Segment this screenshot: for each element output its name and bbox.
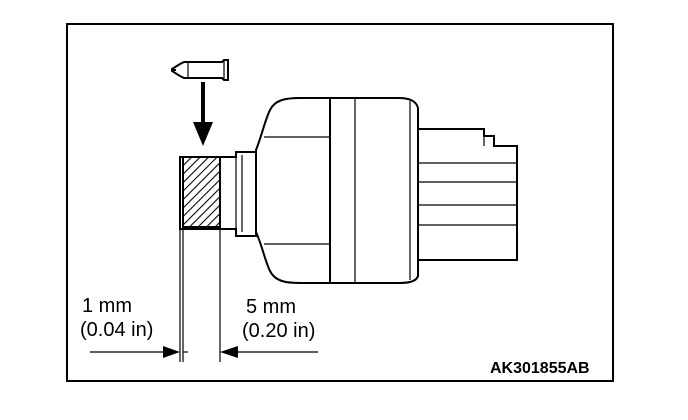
sealant-band <box>182 156 221 228</box>
dimension-right-metric: 5 mm <box>246 296 296 318</box>
dimension-lines <box>90 229 318 362</box>
pressure-switch <box>179 97 518 284</box>
figure-frame <box>66 23 614 382</box>
dimension-right-imperial: (0.20 in) <box>242 320 315 342</box>
sealant-tube-icon <box>171 59 229 81</box>
dimension-left-imperial: (0.04 in) <box>80 319 153 341</box>
dimension-left-metric: 1 mm <box>82 295 132 317</box>
apply-arrow-icon <box>193 82 213 146</box>
figure-code: AK301855AB <box>490 360 590 377</box>
